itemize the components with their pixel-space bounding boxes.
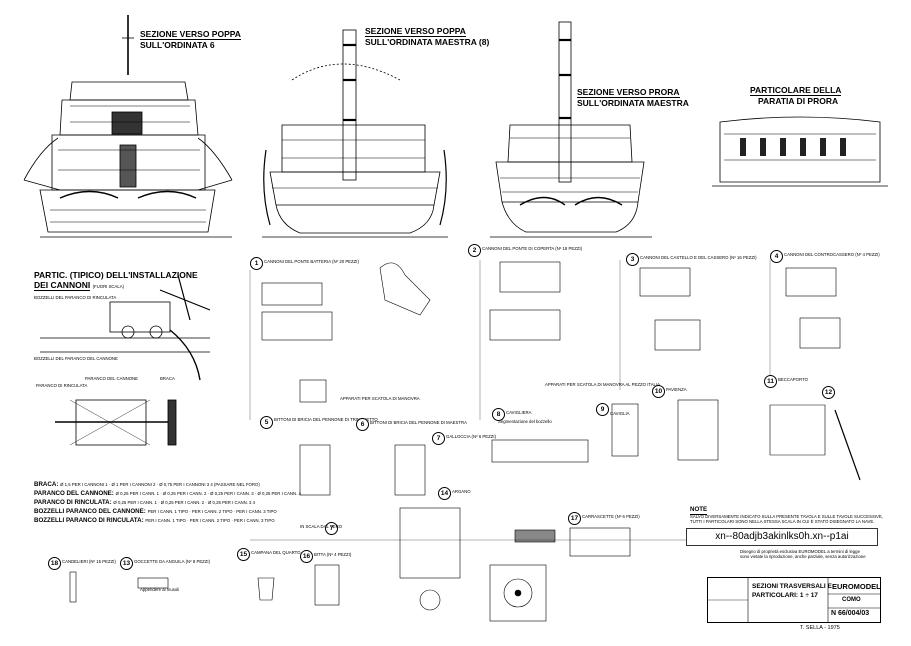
gun-label-4: PARANCO DI RINCULATA	[36, 383, 88, 388]
gun-install-title: PARTIC. (TIPICO) DELL'INSTALLAZIONE	[34, 270, 198, 280]
gun-spec-row: BOZZELLI PARANCO DI RINCULATA: PER I CAN…	[34, 517, 275, 524]
title-author: T. SELLA - 1975	[800, 625, 840, 631]
detail-number: 11	[764, 375, 777, 388]
title-city: COMO	[842, 597, 861, 603]
gun-spec-row: PARANCO DEL CANNONE: Ø 0,25 PER I CANN. …	[34, 490, 301, 497]
gun-label-1: BOZZELLI DEL PARANCO DEL CANNONE	[34, 356, 118, 361]
gun-spec-row: BOZZELLI PARANCO DEL CANNONE: PER I CANN…	[34, 508, 277, 515]
gun-spec-row: PARANCO DI RINCULATA: Ø 0,25 PER I CANN.…	[34, 499, 256, 506]
master-view-subtitle: SULL'ORDINATA MAESTRA (8)	[365, 37, 490, 47]
bulkhead-view	[712, 116, 888, 187]
ownership-text: Disegno di proprietà esclusiva EUROMODEL…	[740, 549, 866, 559]
detail-number: 4	[770, 250, 783, 263]
detail-number: 3	[626, 253, 639, 266]
detail-number: 9	[596, 403, 609, 416]
url-overlay-label: xn--80adjb3akinlks0h.xn--p1ai	[686, 528, 878, 546]
title-company: EUROMODEL	[832, 582, 881, 591]
bow-view-title: SEZIONE VERSO PRORA	[577, 87, 680, 98]
title-code: N 66/004/03	[831, 610, 870, 617]
detail-number: 6	[356, 418, 369, 431]
gun-label-3: BRACA	[160, 376, 175, 381]
detail-number: 12	[822, 386, 835, 399]
detail-title: CANNONI DEL CASTELLO E DEL CASSERO (Nº 1…	[640, 255, 757, 260]
gun-installation-drawing	[40, 274, 211, 446]
detail-title: BECCAPORTO	[778, 377, 808, 382]
master-section-view	[262, 29, 448, 238]
detail-title: BITTONI DI BRICIA DEL PENNONE DI MAESTRA	[370, 420, 467, 425]
gun-spec-row: BRACA: Ø 1,5 PER I CANNONI 1 · Ø 1 PER I…	[34, 481, 260, 488]
detail-title: PAVIENZA	[666, 387, 687, 392]
nota-heading: NOTE	[690, 506, 708, 515]
detail-title: BITTONI DI BRICIA DEL PENNONE DI TRINCHE…	[274, 417, 378, 422]
detail-title: BITTA (Nº 4 PEZZI)	[314, 552, 352, 557]
title-subject-1: SEZIONI TRASVERSALI E	[752, 583, 832, 590]
detail-title: GOCCETTE DA ANGUILA (Nº 8 PEZZI)	[134, 559, 211, 564]
bulkhead-view-title: PARTICOLARE DELLA	[750, 85, 842, 96]
detail-number: 7	[432, 432, 445, 445]
master-view-title: SEZIONE VERSO POPPA	[365, 26, 466, 37]
detail-number: 14	[438, 487, 451, 500]
note-text: APPARATI PER SCATOLA DI MANOVRA AL PEZZO…	[545, 382, 661, 387]
title-block: SEZIONI TRASVERSALI E PARTICOLARI: 1 ÷ 1…	[707, 577, 881, 623]
detail-number: 1	[250, 257, 263, 270]
bow-view-subtitle: SULL'ORDINATA MAESTRA	[577, 98, 689, 108]
detail-title: CANNONI DEL PONTE BATTERIA (Nº 20 PEZZI)	[264, 259, 359, 264]
stern-view-title: SEZIONE VERSO POPPA	[140, 29, 241, 40]
nota-body: SALVO DIVERSAMENTE INDICATO SULLA PRESEN…	[690, 514, 883, 524]
bulkhead-view-subtitle: PARATIA DI PRORA	[758, 96, 839, 106]
detail-number: 17	[568, 512, 581, 525]
detail-number: 8	[492, 408, 505, 421]
gun-install-subtitle: DEI CANNONI (FUORI SCALA)	[34, 280, 125, 291]
detail-number: 15	[237, 548, 250, 561]
gun-label-0: BOZZELLI DEL PARANCO DI RINCULATA	[34, 295, 117, 300]
detail-title: CAVIGLIERA	[506, 410, 532, 415]
detail-title: CAVIGLIA	[610, 411, 630, 416]
detail-parts-drawings	[69, 261, 861, 622]
stern-view-subtitle: SULL'ORDINATA 6	[140, 40, 215, 50]
detail-title: CANNONI DEL PONTE DI COPERTA (Nº 18 PEZZ…	[482, 246, 583, 251]
title-subject-2: PARTICOLARI: 1 ÷ 17	[752, 592, 818, 599]
detail-title: GALLOCCIA (Nº 6 PEZZI)	[446, 434, 497, 439]
detail-number: 18	[48, 557, 61, 570]
detail-number: 7	[325, 522, 338, 535]
detail-title: CARRASCETTE (Nº 6 PEZZI)	[582, 514, 640, 519]
note-text: Appendere ai musoli	[140, 587, 180, 592]
detail-number: 5	[260, 416, 273, 429]
note-text: APPARATI PER SCATOLA DI MANOVRA	[340, 396, 420, 401]
note-text: Segmentazione del bozzello	[498, 419, 552, 424]
detail-title: CAMPANA DEL QUARTO	[251, 550, 301, 555]
detail-number: 10	[652, 385, 665, 398]
detail-number: 13	[120, 557, 133, 570]
detail-number: 16	[300, 550, 313, 563]
detail-title: CANDELIERI (Nº 15 PEZZI)	[62, 559, 116, 564]
note-text: IN SCALA DAL VERO	[300, 524, 343, 529]
detail-title: ARGANO	[452, 489, 471, 494]
gun-label-2: PARANCO DEL CANNONE	[85, 376, 139, 381]
stern-section-view	[23, 15, 233, 238]
bow-section-view	[490, 21, 652, 238]
detail-number: 2	[468, 244, 481, 257]
detail-title: CANNONI DEL CONTROCASSERO (Nº 4 PEZZI)	[784, 252, 880, 257]
